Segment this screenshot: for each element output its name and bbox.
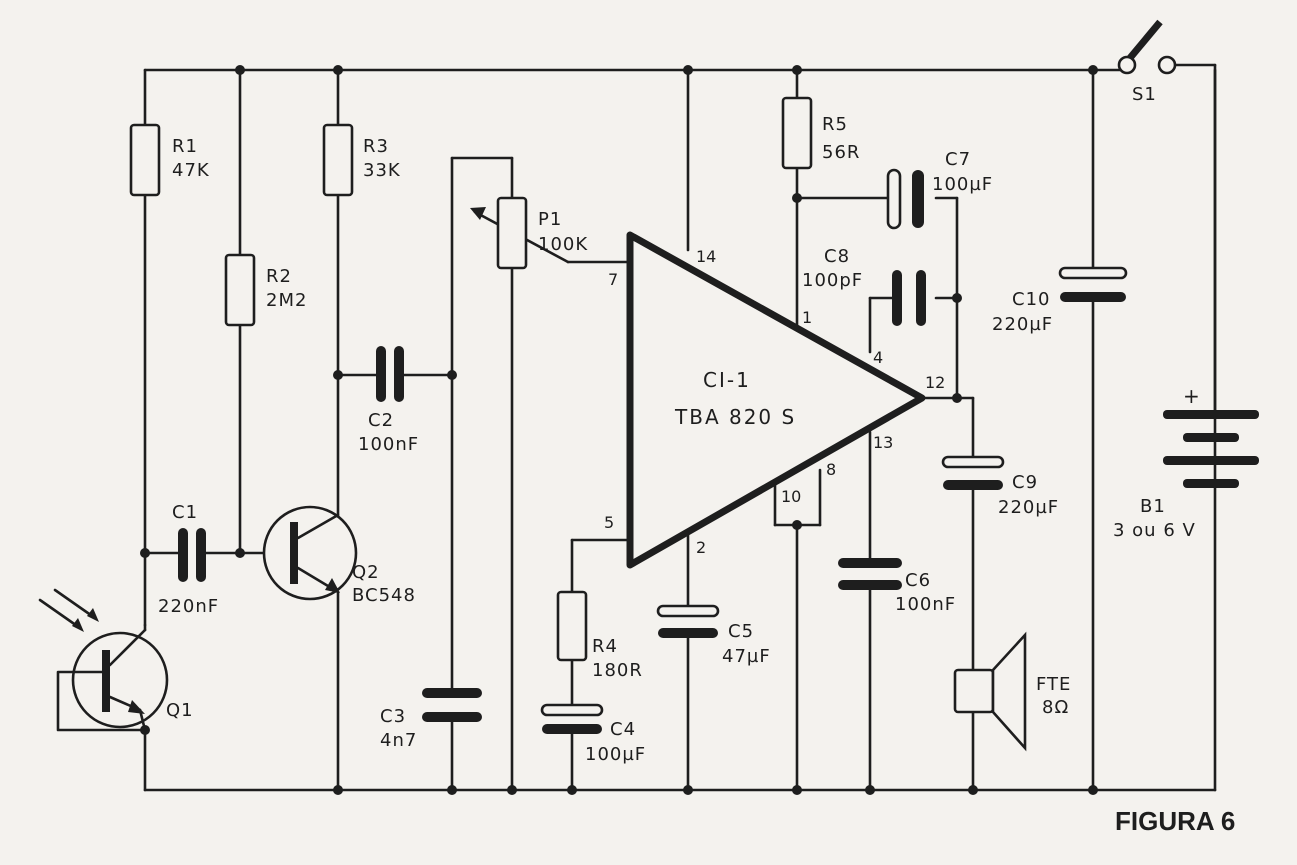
capacitor-c9: C9 220µF: [941, 455, 1059, 518]
fte-ref: FTE: [1036, 674, 1071, 695]
c3-ref: C3: [380, 706, 406, 727]
capacitor-c3: C3 4n7: [380, 688, 482, 751]
pin-1: 1: [802, 308, 812, 327]
speaker-fte: FTE 8Ω: [953, 631, 1071, 752]
c2-value: 100nF: [358, 434, 419, 455]
c8-value: 100pF: [802, 270, 863, 291]
switch-s1: S1: [1117, 19, 1177, 105]
resistor-r2: R2 2M2: [224, 253, 307, 327]
p1-ref: P1: [538, 209, 562, 230]
capacitor-c7: C7 100µF: [886, 149, 993, 230]
figure-label: FIGURA 6: [1115, 806, 1235, 836]
c4-value: 100µF: [585, 744, 646, 765]
c3-value: 4n7: [380, 730, 417, 751]
potentiometer-p1: P1 100K: [470, 196, 588, 270]
capacitor-c5: C5 47µF: [656, 604, 771, 667]
c5-ref: C5: [728, 621, 754, 642]
c10-ref: C10: [1012, 289, 1050, 310]
s1-ref: S1: [1132, 84, 1157, 105]
battery-b1: + B1 3 ou 6 V: [1113, 68, 1259, 541]
capacitor-c6: C6 100nF: [838, 558, 956, 615]
p1-value: 100K: [538, 234, 588, 255]
pin-13: 13: [873, 433, 893, 452]
c4-ref: C4: [610, 719, 636, 740]
ic-part: TBA 820 S: [674, 405, 796, 429]
r1-ref: R1: [172, 136, 198, 157]
ic-tba820s: CI-1 TBA 820 S 14 7 1 4 12 13 8 10 2 5: [604, 231, 945, 569]
battery-polarity: +: [1183, 384, 1202, 408]
pin-8: 8: [826, 460, 836, 479]
phototransistor-q1: Q1: [38, 588, 194, 732]
c5-value: 47µF: [722, 646, 771, 667]
capacitor-c8: C8 100pF: [802, 246, 926, 326]
r4-ref: R4: [592, 636, 618, 657]
c9-value: 220µF: [998, 497, 1059, 518]
transistor-q2: Q2 BC548: [262, 505, 416, 606]
ic-ref: CI-1: [703, 368, 751, 392]
pin-2: 2: [696, 538, 706, 557]
b1-ref: B1: [1140, 496, 1166, 517]
resistor-r5: R5 56R: [781, 96, 860, 170]
capacitor-c10: C10 220µF: [992, 266, 1128, 335]
r4-value: 180R: [592, 660, 643, 681]
c6-ref: C6: [905, 570, 931, 591]
resistor-r1: R1 47K: [129, 123, 210, 197]
wires: [143, 63, 1217, 792]
r3-value: 33K: [363, 160, 401, 181]
c9-ref: C9: [1012, 472, 1038, 493]
capacitor-c2: C2 100nF: [358, 346, 419, 455]
resistor-r4: R4 180R: [556, 590, 643, 681]
capacitor-c1: C1 220nF: [158, 502, 219, 617]
pin-7: 7: [608, 270, 618, 289]
c7-value: 100µF: [932, 174, 993, 195]
b1-value: 3 ou 6 V: [1113, 520, 1196, 541]
resistor-r3: R3 33K: [322, 123, 401, 197]
r2-ref: R2: [266, 266, 292, 287]
fte-value: 8Ω: [1042, 697, 1069, 718]
pin-4: 4: [873, 348, 883, 367]
r1-value: 47K: [172, 160, 210, 181]
c2-ref: C2: [368, 410, 394, 431]
c1-ref: C1: [172, 502, 198, 523]
capacitor-c4: C4 100µF: [540, 703, 646, 765]
junctions: [140, 65, 1098, 795]
c7-ref: C7: [945, 149, 971, 170]
pin-5: 5: [604, 513, 614, 532]
r5-ref: R5: [822, 114, 848, 135]
q2-ref: Q2: [352, 562, 380, 583]
r2-value: 2M2: [266, 290, 307, 311]
q1-ref: Q1: [166, 700, 194, 721]
q2-value: BC548: [352, 585, 416, 606]
c6-value: 100nF: [895, 594, 956, 615]
c8-ref: C8: [824, 246, 850, 267]
r3-ref: R3: [363, 136, 389, 157]
r5-value: 56R: [822, 142, 860, 163]
pin-10: 10: [781, 487, 801, 506]
c1-value: 220nF: [158, 596, 219, 617]
pin-12: 12: [925, 373, 945, 392]
pin-14: 14: [696, 247, 716, 266]
c10-value: 220µF: [992, 314, 1053, 335]
